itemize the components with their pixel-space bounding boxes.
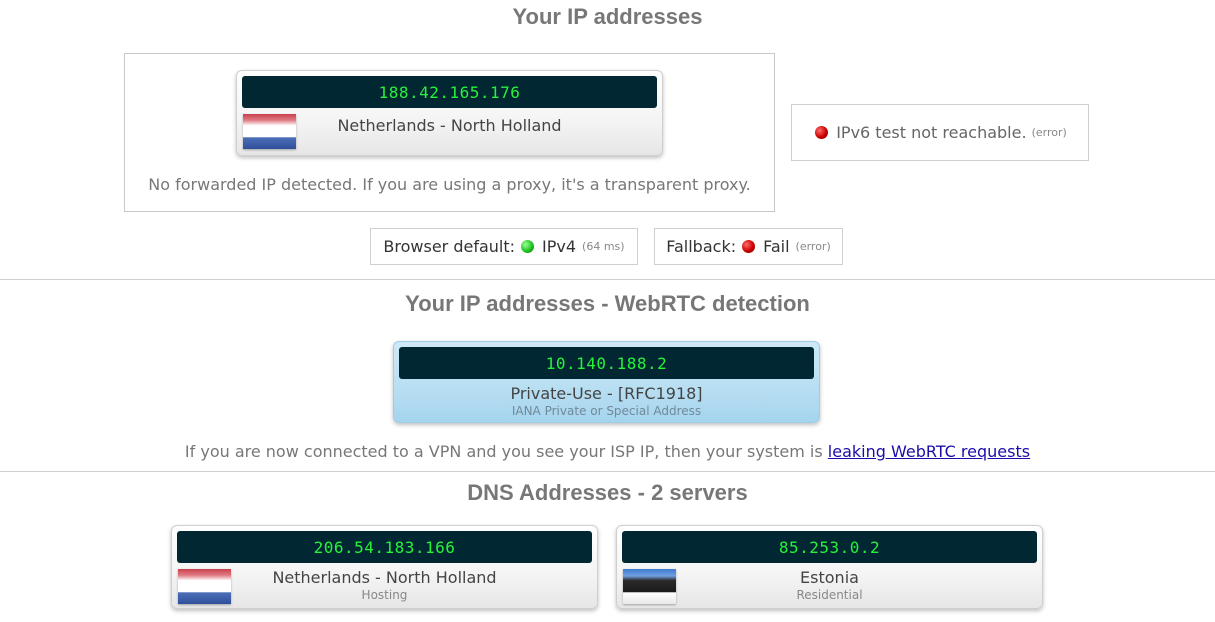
fallback-status: Fail	[763, 237, 790, 256]
dns-ip-address[interactable]: 85.253.0.2	[622, 531, 1037, 563]
ipv6-status-box: IPv6 test not reachable. (error)	[791, 104, 1089, 161]
webrtc-ip-address[interactable]: 10.140.188.2	[399, 347, 814, 379]
section-divider	[0, 279, 1215, 280]
netherlands-flag-icon	[178, 569, 231, 604]
webrtc-ip-label: Private-Use - [RFC1918]	[510, 384, 703, 403]
netherlands-flag-icon	[243, 114, 296, 149]
fallback-label: Fallback:	[666, 237, 737, 256]
webrtc-note: If you are now connected to a VPN and yo…	[0, 442, 1215, 461]
green-status-icon	[521, 240, 535, 253]
dns-ip-address[interactable]: 206.54.183.166	[177, 531, 592, 563]
leaking-webrtc-link[interactable]: leaking WebRTC requests	[827, 442, 1031, 461]
estonia-flag-icon	[623, 569, 676, 604]
webrtc-card: 10.140.188.2 Private-Use - [RFC1918] IAN…	[393, 341, 820, 423]
browser-default-label: Browser default:	[383, 237, 516, 256]
fallback-box: Fallback: Fail (error)	[654, 228, 843, 265]
ipv4-address[interactable]: 188.42.165.176	[242, 76, 657, 108]
ip-section-title: Your IP addresses	[512, 4, 703, 29]
webrtc-note-text: If you are now connected to a VPN and yo…	[184, 442, 823, 461]
webrtc-section-title: Your IP addresses - WebRTC detection	[405, 291, 810, 316]
dns-location: Netherlands - North Holland	[272, 568, 497, 587]
browser-default-box: Browser default: IPv4 (64 ms)	[370, 228, 638, 265]
dns-server-card: 85.253.0.2 Estonia Residential	[616, 525, 1043, 609]
fallback-error-tag: (error)	[795, 240, 831, 253]
ipv4-frame: 188.42.165.176 Netherlands - North Holla…	[124, 53, 775, 212]
dns-type: Residential	[796, 588, 863, 602]
forwarded-ip-note: No forwarded IP detected. If you are usi…	[148, 175, 751, 194]
dns-section-title: DNS Addresses - 2 servers	[467, 480, 748, 505]
browser-default-protocol: IPv4	[542, 237, 577, 256]
section-divider	[0, 471, 1215, 472]
browser-default-time: (64 ms)	[582, 240, 625, 253]
ipv4-location: Netherlands - North Holland	[337, 116, 562, 135]
ipv4-card: 188.42.165.176 Netherlands - North Holla…	[236, 70, 663, 156]
red-status-icon	[742, 240, 756, 253]
ipv6-status-text: IPv6 test not reachable.	[836, 123, 1027, 142]
webrtc-ip-sublabel: IANA Private or Special Address	[511, 404, 702, 418]
dns-location: Estonia	[800, 568, 859, 587]
red-status-icon	[815, 126, 829, 139]
ipv6-error-tag: (error)	[1031, 126, 1067, 139]
dns-server-card: 206.54.183.166 Netherlands - North Holla…	[171, 525, 598, 609]
dns-type: Hosting	[361, 588, 408, 602]
